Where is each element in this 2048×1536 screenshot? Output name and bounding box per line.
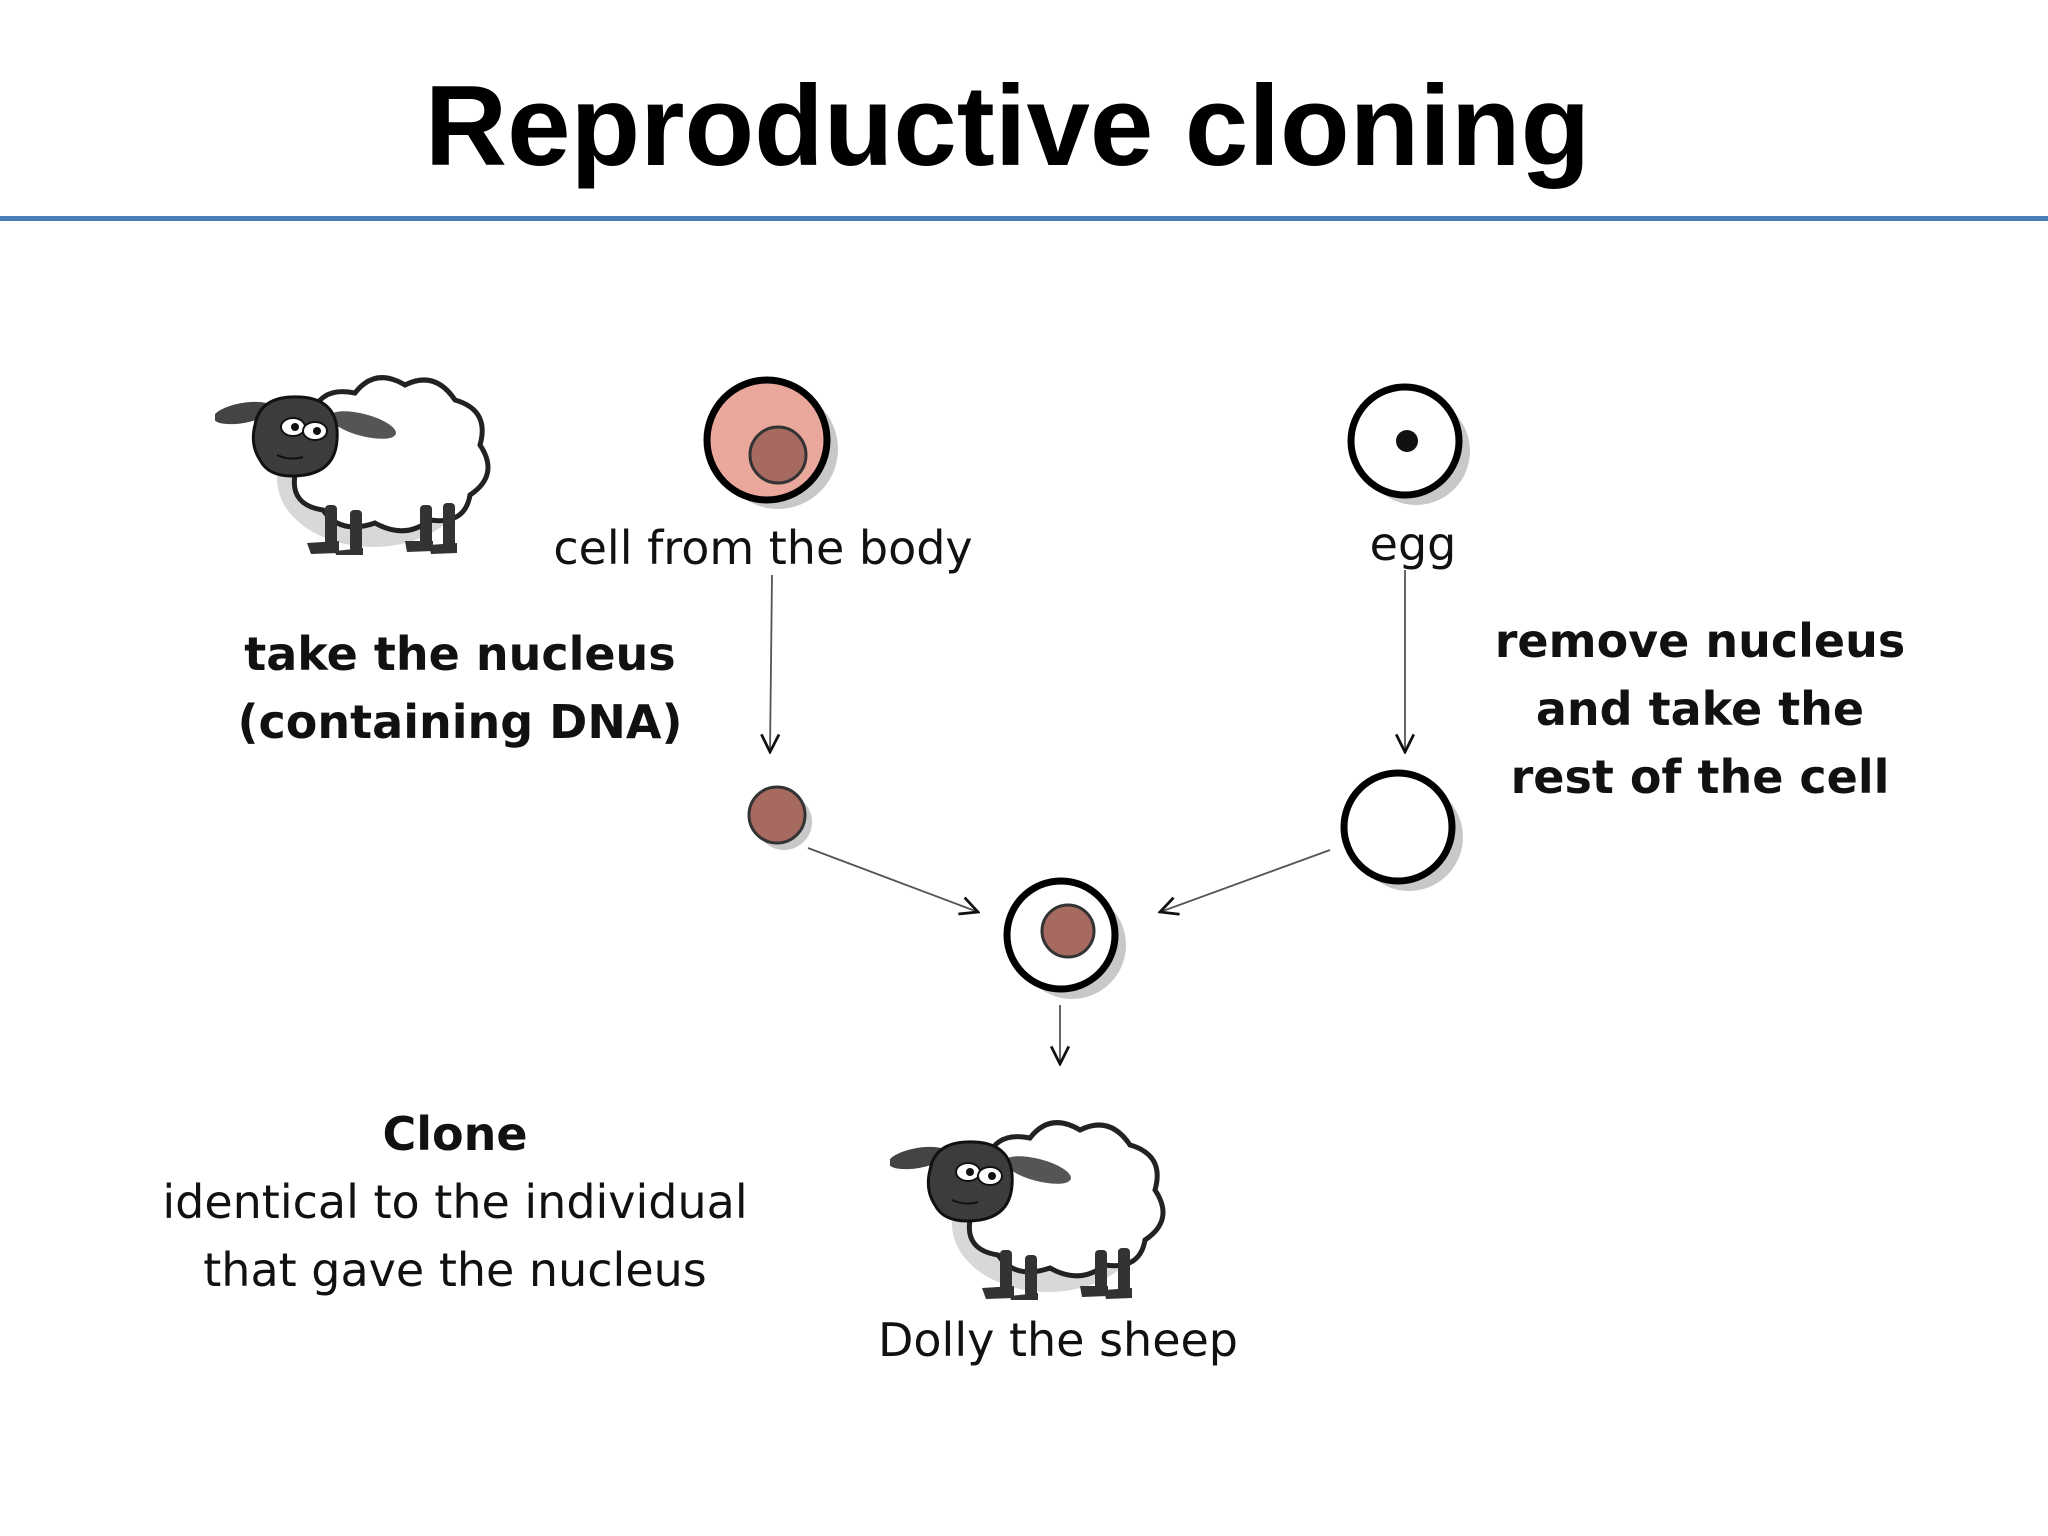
- body-cell-icon: [703, 376, 838, 509]
- label-body-cell: cell from the body: [553, 521, 973, 575]
- arrow-cell-to-nucleus: [770, 574, 772, 752]
- label-remove-nucleus: remove nucleus and take the rest of the …: [1450, 607, 1950, 811]
- remove-nucleus-line-2: and take the: [1535, 682, 1865, 736]
- label-egg: egg: [1369, 517, 1457, 571]
- enucleated-egg-icon: [1340, 769, 1463, 891]
- arrow-nucleus-to-combined: [807, 847, 978, 912]
- arrow-egg-to-combined: [1160, 849, 1331, 912]
- clone-desc-line-1: identical to the individual: [162, 1175, 748, 1229]
- egg-icon: [1347, 383, 1470, 505]
- clone-desc-line-2: that gave the nucleus: [203, 1243, 707, 1297]
- donor-sheep-icon: [212, 378, 488, 559]
- clone-heading: Clone: [382, 1107, 528, 1161]
- nucleus-icon: [747, 785, 812, 850]
- remove-nucleus-line-1: remove nucleus: [1494, 614, 1906, 668]
- take-nucleus-line-1: take the nucleus: [244, 627, 676, 681]
- take-nucleus-line-2: (containing DNA): [237, 695, 683, 749]
- title-divider: [0, 216, 2048, 221]
- combined-cell-icon: [1003, 877, 1126, 999]
- label-dolly: Dolly the sheep: [877, 1313, 1238, 1367]
- remove-nucleus-line-3: rest of the cell: [1510, 750, 1890, 804]
- page-title: Reproductive cloning: [424, 63, 1591, 190]
- label-clone: Clone identical to the individual that g…: [120, 1100, 790, 1304]
- clone-sheep-icon: [887, 1123, 1163, 1304]
- label-take-nucleus: take the nucleus (containing DNA): [200, 620, 720, 756]
